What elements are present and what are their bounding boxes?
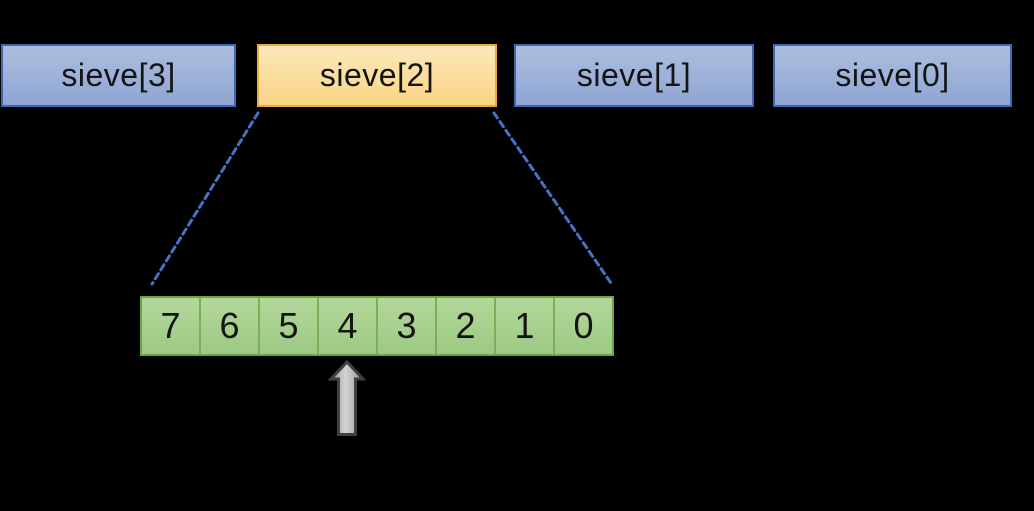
expansion-connector-left-line <box>150 111 260 286</box>
bit-cell-7: 7 <box>142 298 199 354</box>
bit-cell-1: 1 <box>494 298 553 354</box>
register-sieve-1: sieve[1] <box>514 44 754 107</box>
bit-cell-2: 2 <box>435 298 494 354</box>
bit-array: 7 6 5 4 3 2 1 0 <box>140 296 614 356</box>
bit-cell-3: 3 <box>376 298 435 354</box>
register-sieve-2: sieve[2] <box>257 44 497 107</box>
expansion-connector-right-line <box>492 111 615 288</box>
bit-pointer-arrow-icon <box>327 359 367 436</box>
bit-cell-6: 6 <box>199 298 258 354</box>
bit-cell-0: 0 <box>553 298 612 354</box>
register-sieve-3: sieve[3] <box>1 44 236 107</box>
bit-cell-5: 5 <box>258 298 317 354</box>
bit-cell-4: 4 <box>317 298 376 354</box>
register-sieve-0: sieve[0] <box>773 44 1012 107</box>
